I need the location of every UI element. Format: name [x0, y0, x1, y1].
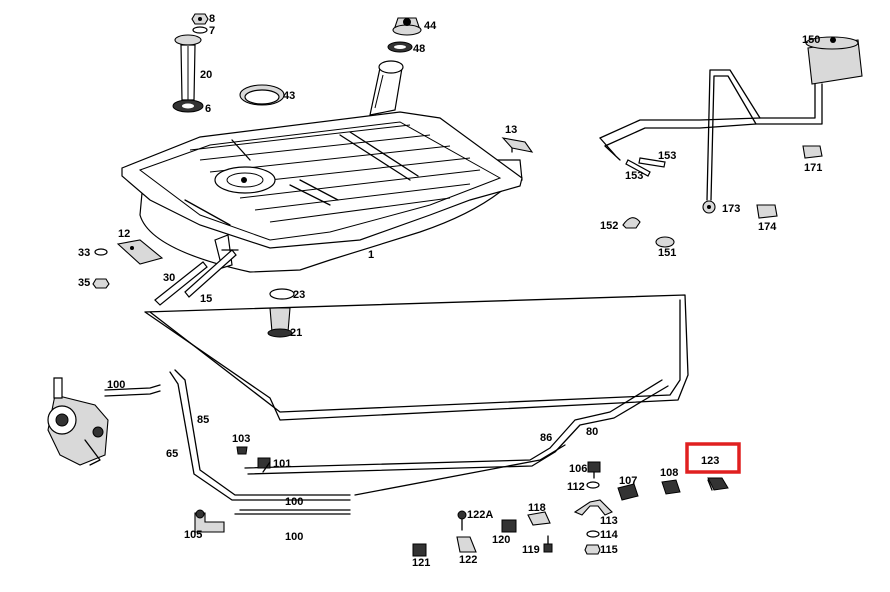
part-label: 119	[522, 544, 540, 556]
fuel-lines	[104, 294, 689, 515]
part-label: 6	[205, 103, 211, 115]
part-label: 153	[658, 150, 676, 162]
hose-153[interactable]	[625, 157, 666, 177]
part-label: 48	[413, 43, 425, 55]
part-label: 86	[540, 432, 552, 444]
clip-118[interactable]	[527, 511, 551, 526]
part-label: 15	[200, 293, 212, 305]
part-label: 105	[184, 529, 202, 541]
part-label: 121	[412, 557, 430, 569]
nut-35[interactable]	[92, 278, 110, 289]
part-label: 1	[368, 249, 374, 261]
clip-101[interactable]	[257, 457, 271, 473]
filter-105[interactable]	[194, 509, 225, 533]
part-label: 100	[107, 379, 125, 391]
part-label: 150	[802, 34, 820, 46]
bracket-12[interactable]	[116, 239, 164, 265]
part-label: 103	[232, 433, 250, 445]
fuel-sender-tube-20[interactable]	[174, 34, 202, 101]
fuel-tank[interactable]	[121, 60, 523, 273]
screw-122a[interactable]	[457, 510, 467, 531]
seal-ring-48[interactable]	[387, 41, 413, 53]
part-label: 173	[722, 203, 740, 215]
part-label: 174	[758, 221, 777, 233]
part-label: 122	[459, 554, 477, 566]
reservoir-150[interactable]	[805, 36, 863, 85]
seal-ring-23[interactable]	[269, 288, 295, 300]
washer-112[interactable]	[586, 481, 600, 489]
part-label: 113	[600, 515, 618, 527]
part-label: 33	[78, 247, 90, 259]
part-label: 153	[625, 170, 643, 182]
washer-7[interactable]	[192, 26, 208, 34]
clamp-113[interactable]	[573, 499, 613, 516]
part-label: 35	[78, 277, 90, 289]
clip-120[interactable]	[501, 519, 517, 533]
part-label: 171	[804, 162, 822, 174]
part-label: 23	[293, 289, 305, 301]
part-label: 101	[273, 458, 291, 470]
part-label: 100	[285, 531, 303, 543]
bracket-13[interactable]	[501, 137, 534, 153]
part-label: 43	[283, 90, 295, 102]
part-label: 107	[619, 475, 637, 487]
hose-15[interactable]	[184, 249, 237, 298]
part-label: 106	[569, 463, 587, 475]
washer-33[interactable]	[94, 248, 108, 256]
part-labels: 8 7 44 48 20 6 43 13 150 153 153 171 173…	[78, 13, 822, 569]
strainer-21[interactable]	[267, 307, 293, 338]
part-label: 151	[658, 247, 676, 259]
grommet-151[interactable]	[655, 236, 675, 248]
highlight-part-123[interactable]: 123	[685, 442, 741, 474]
clip-174[interactable]	[756, 204, 778, 219]
bolt-106[interactable]	[587, 461, 601, 479]
part-label: 30	[163, 272, 175, 284]
fuel-pump[interactable]	[47, 377, 109, 466]
vent-lines	[599, 69, 823, 201]
nut-115[interactable]	[584, 544, 601, 555]
cap-44[interactable]	[392, 17, 422, 36]
part-label: 152	[600, 220, 618, 232]
part-label: 85	[197, 414, 209, 426]
part-label: 108	[660, 467, 678, 479]
part-label: 12	[118, 228, 130, 240]
part-label: 44	[424, 20, 437, 32]
valve-173[interactable]	[702, 200, 716, 214]
bracket-123[interactable]	[707, 477, 729, 491]
cap-152[interactable]	[622, 217, 641, 229]
nut-8[interactable]	[191, 13, 209, 25]
part-label-123: 123	[701, 455, 719, 467]
washer-114[interactable]	[586, 530, 600, 538]
part-label: 100	[285, 496, 303, 508]
bracket-122[interactable]	[456, 536, 477, 553]
part-label: 80	[586, 426, 598, 438]
part-label: 8	[209, 13, 215, 25]
clip-171[interactable]	[802, 145, 823, 159]
part-label: 20	[200, 69, 212, 81]
clip-121[interactable]	[412, 543, 427, 557]
part-label: 65	[166, 448, 178, 460]
gasket-6[interactable]	[172, 99, 204, 113]
grommet-43[interactable]	[239, 84, 285, 106]
part-label: 13	[505, 124, 517, 136]
part-label: 120	[492, 534, 510, 546]
clip-103[interactable]	[236, 446, 248, 455]
part-label: 115	[600, 544, 618, 556]
part-label: 122A	[467, 509, 493, 521]
part-label: 21	[290, 327, 302, 339]
screw-119[interactable]	[543, 535, 553, 553]
part-label: 112	[567, 481, 585, 493]
hose-30[interactable]	[154, 261, 208, 306]
part-label: 114	[600, 529, 619, 541]
part-label: 7	[209, 25, 215, 37]
clamp-107[interactable]	[617, 483, 639, 501]
part-label: 118	[528, 502, 546, 514]
clamp-108[interactable]	[661, 479, 681, 495]
